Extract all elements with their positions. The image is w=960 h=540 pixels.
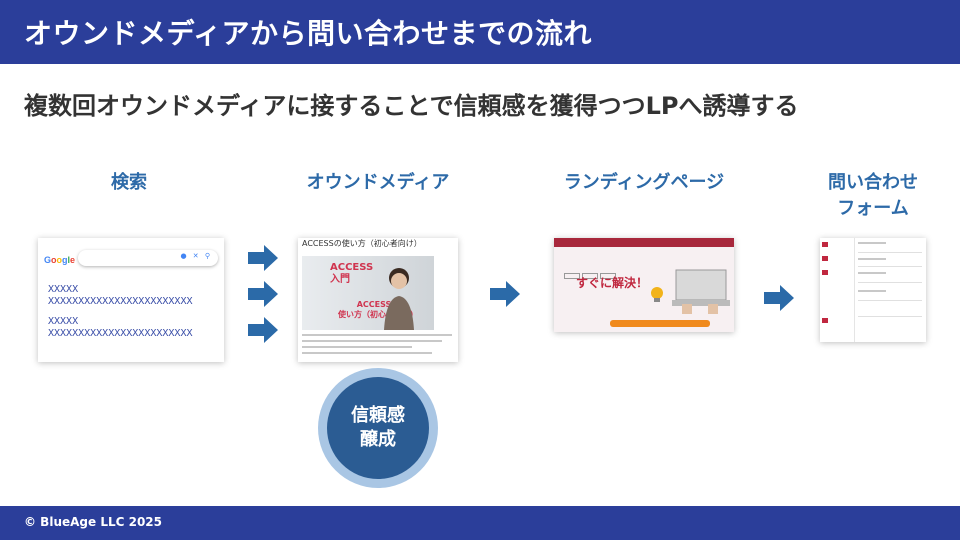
trust-badge-inner: 信頼感 醸成 bbox=[327, 377, 429, 479]
search-box: ● ✕ ⚲ bbox=[78, 250, 218, 266]
result-title: XXXXX bbox=[48, 284, 79, 295]
form-divider bbox=[858, 266, 922, 267]
step-label-inquiry-line2: フォーム bbox=[837, 198, 909, 219]
result-title: XXXXX bbox=[48, 316, 79, 327]
arrow-right-icon bbox=[490, 281, 520, 307]
step-label-inquiry-line1: 問い合わせ bbox=[828, 172, 918, 193]
arrow-right-icon bbox=[764, 285, 794, 311]
trust-badge-line2: 醸成 bbox=[360, 429, 396, 450]
article-hero-image: ACCESS 入門 ACCESSの 使い方（初心者向け） bbox=[302, 256, 434, 330]
owned-media-article-thumbnail: ACCESSの使い方（初心者向け） ACCESS 入門 ACCESSの 使い方（… bbox=[298, 238, 458, 362]
form-divider bbox=[858, 300, 922, 301]
person-photo bbox=[384, 268, 414, 330]
arrow-right-icon bbox=[248, 317, 278, 343]
result-url: XXXXXXXXXXXXXXXXXXXXXXXX bbox=[48, 296, 193, 307]
google-logo: Google bbox=[44, 255, 76, 265]
lp-cta-button bbox=[610, 320, 710, 327]
step-label-inquiry-form: 問い合わせ フォーム bbox=[808, 170, 938, 222]
form-field bbox=[858, 290, 886, 292]
lp-headline: すぐに解決！ bbox=[576, 276, 649, 290]
footer-bar: © BlueAge LLC 2025 bbox=[0, 506, 960, 540]
lightbulb-icon bbox=[651, 287, 663, 302]
search-results-thumbnail: Google ● ✕ ⚲ XXXXX XXXXXXXXXXXXXXXXXXXXX… bbox=[38, 238, 224, 362]
page-title: オウンドメディアから問い合わせまでの流れ bbox=[24, 17, 593, 50]
trust-badge-line1: 信頼感 bbox=[351, 405, 405, 426]
article-body-text bbox=[302, 334, 452, 358]
arrow-right-icon bbox=[248, 245, 278, 271]
inquiry-form-thumbnail bbox=[820, 238, 926, 342]
landing-page-thumbnail: すぐに解決！ bbox=[554, 238, 734, 332]
required-mark bbox=[822, 318, 828, 323]
step-label-search: 検索 bbox=[111, 172, 147, 193]
article-title: ACCESSの使い方（初心者向け） bbox=[302, 239, 422, 248]
page-subtitle: 複数回オウンドメディアに接することで信頼感を獲得つつLPへ誘導する bbox=[24, 92, 799, 120]
lp-tags bbox=[564, 264, 644, 279]
required-mark bbox=[822, 270, 828, 275]
step-label-landing-page: ランディングページ bbox=[563, 172, 725, 193]
form-divider bbox=[858, 316, 922, 317]
result-url: XXXXXXXXXXXXXXXXXXXXXXXX bbox=[48, 328, 193, 339]
form-label-column bbox=[820, 238, 855, 342]
step-label-owned-media: オウンドメディア bbox=[306, 172, 450, 193]
form-field bbox=[858, 242, 886, 244]
hero-heading-line1: ACCESS bbox=[330, 262, 374, 273]
header-bar: オウンドメディアから問い合わせまでの流れ bbox=[0, 0, 960, 64]
hero-heading: ACCESS 入門 bbox=[330, 262, 373, 286]
hero-subheading-line1: ACCESSの bbox=[356, 300, 400, 309]
trust-badge: 信頼感 醸成 bbox=[318, 368, 438, 488]
lp-header-bar bbox=[554, 238, 734, 247]
form-divider bbox=[858, 252, 922, 253]
required-mark bbox=[822, 256, 828, 261]
form-field bbox=[858, 258, 886, 260]
hero-heading-line2: 入門 bbox=[330, 274, 350, 285]
hero-subheading-line2: 使い方（初心者向け） bbox=[338, 310, 418, 319]
laptop-photo bbox=[672, 269, 730, 314]
arrow-right-icon bbox=[248, 281, 278, 307]
required-mark bbox=[822, 242, 828, 247]
form-divider bbox=[858, 282, 922, 283]
hero-subheading: ACCESSの 使い方（初心者向け） bbox=[338, 300, 418, 320]
copyright: © BlueAge LLC 2025 bbox=[24, 515, 162, 529]
search-icon: ● ✕ ⚲ bbox=[180, 252, 212, 260]
form-field bbox=[858, 272, 886, 274]
